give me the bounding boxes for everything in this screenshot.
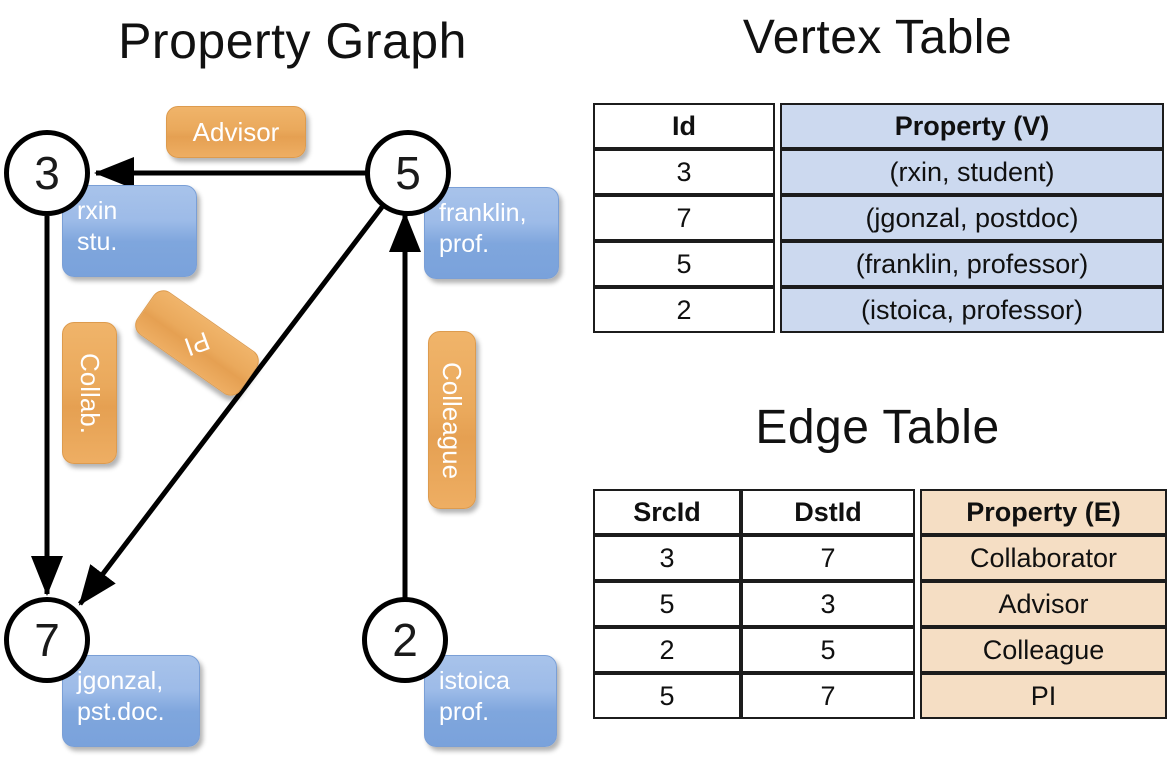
edge-cell-property: PI: [920, 673, 1167, 719]
colleague-label-text: Colleague: [437, 361, 468, 479]
vertex-5-role: prof.: [439, 229, 490, 258]
table-row: 5 3 Advisor: [593, 581, 1167, 627]
edge-cell-property: Colleague: [920, 627, 1167, 673]
collab-label: Collab.: [62, 322, 117, 464]
column-gap: [775, 103, 780, 149]
graph-node-3-label: 3: [34, 147, 60, 199]
property-graph-panel: Property Graph Advisor Collab. PI: [4, 13, 559, 747]
vertex-cell-id: 2: [593, 287, 775, 333]
table-row: 7 (jgonzal, postdoc): [593, 195, 1164, 241]
table-row: 5 (franklin, professor): [593, 241, 1164, 287]
table-row: 2 (istoica, professor): [593, 287, 1164, 333]
vertex-3-name: rxin: [77, 197, 118, 225]
edge-table: SrcId DstId Property (E) 3 7 Collaborato…: [593, 489, 1167, 719]
vertex-col-header-id: Id: [593, 103, 775, 149]
graph-node-2[interactable]: 2: [362, 597, 448, 683]
table-header-row: SrcId DstId Property (E): [593, 489, 1167, 535]
edge-cell-dstid: 7: [741, 535, 915, 581]
edge-cell-dstid: 5: [741, 627, 915, 673]
vertex-cell-id: 7: [593, 195, 775, 241]
edge-col-header-srcid: SrcId: [593, 489, 741, 535]
graph-node-7[interactable]: 7: [4, 597, 90, 683]
column-gap: [775, 195, 780, 241]
edge-cell-property: Collaborator: [920, 535, 1167, 581]
page-title-vertex-table: Vertex Table: [742, 11, 1013, 64]
vertex-property-box-7: jgonzal, pst.doc.: [62, 655, 200, 747]
page-title-edge-table: Edge Table: [755, 401, 1000, 454]
column-gap: [775, 287, 780, 333]
pi-label-text: PI: [180, 325, 214, 362]
column-gap: [915, 673, 920, 719]
vertex-property-box-3: rxin stu.: [62, 185, 197, 277]
graph-node-5[interactable]: 5: [365, 130, 451, 216]
vertex-cell-property: (rxin, student): [780, 149, 1164, 195]
edge-cell-dstid: 3: [741, 581, 915, 627]
edge-col-header-property: Property (E): [920, 489, 1167, 535]
vertex-cell-property: (jgonzal, postdoc): [780, 195, 1164, 241]
table-header-row: Id Property (V): [593, 103, 1164, 149]
colleague-label: Colleague: [428, 331, 476, 509]
edge-cell-srcid: 5: [593, 673, 741, 719]
page-title-property-graph: Property Graph: [118, 13, 467, 69]
table-row: 3 7 Collaborator: [593, 535, 1167, 581]
vertex-property-box-5: franklin, prof.: [424, 187, 559, 279]
vertex-cell-id: 3: [593, 149, 775, 195]
column-gap: [775, 241, 780, 287]
graph-node-5-label: 5: [395, 147, 421, 199]
edge-cell-srcid: 5: [593, 581, 741, 627]
vertex-2-role: prof.: [439, 697, 490, 726]
edge-col-header-dstid: DstId: [741, 489, 915, 535]
vertex-5-name: franklin,: [439, 199, 527, 227]
vertex-3-role: stu.: [77, 227, 118, 256]
edge-cell-srcid: 3: [593, 535, 741, 581]
vertex-table: Id Property (V) 3 (rxin, student) 7 (jgo…: [593, 103, 1164, 333]
column-gap: [915, 581, 920, 627]
edge-cell-property: Advisor: [920, 581, 1167, 627]
edge-cell-dstid: 7: [741, 673, 915, 719]
vertex-7-role: pst.doc.: [77, 697, 165, 726]
graph-node-3[interactable]: 3: [4, 130, 90, 216]
vertex-2-name: istoica: [439, 667, 510, 695]
advisor-label-text: Advisor: [192, 116, 280, 147]
graph-node-2-label: 2: [392, 614, 418, 666]
vertex-col-header-property: Property (V): [780, 103, 1164, 149]
column-gap: [915, 535, 920, 581]
table-row: 5 7 PI: [593, 673, 1167, 719]
table-row: 2 5 Colleague: [593, 627, 1167, 673]
vertex-property-box-2: istoica prof.: [424, 655, 557, 747]
vertex-7-name: jgonzal,: [77, 667, 164, 695]
column-gap: [775, 149, 780, 195]
vertex-cell-property: (istoica, professor): [780, 287, 1164, 333]
table-row: 3 (rxin, student): [593, 149, 1164, 195]
collab-label-text: Collab.: [75, 352, 105, 434]
graph-node-7-label: 7: [34, 614, 60, 666]
column-gap: [915, 627, 920, 673]
column-gap: [915, 489, 920, 535]
vertex-cell-id: 5: [593, 241, 775, 287]
edge-cell-srcid: 2: [593, 627, 741, 673]
graph-edges-svg: [31, 157, 421, 606]
vertex-cell-property: (franklin, professor): [780, 241, 1164, 287]
advisor-label: Advisor: [166, 106, 306, 158]
edge-5-to-7: [78, 205, 384, 606]
